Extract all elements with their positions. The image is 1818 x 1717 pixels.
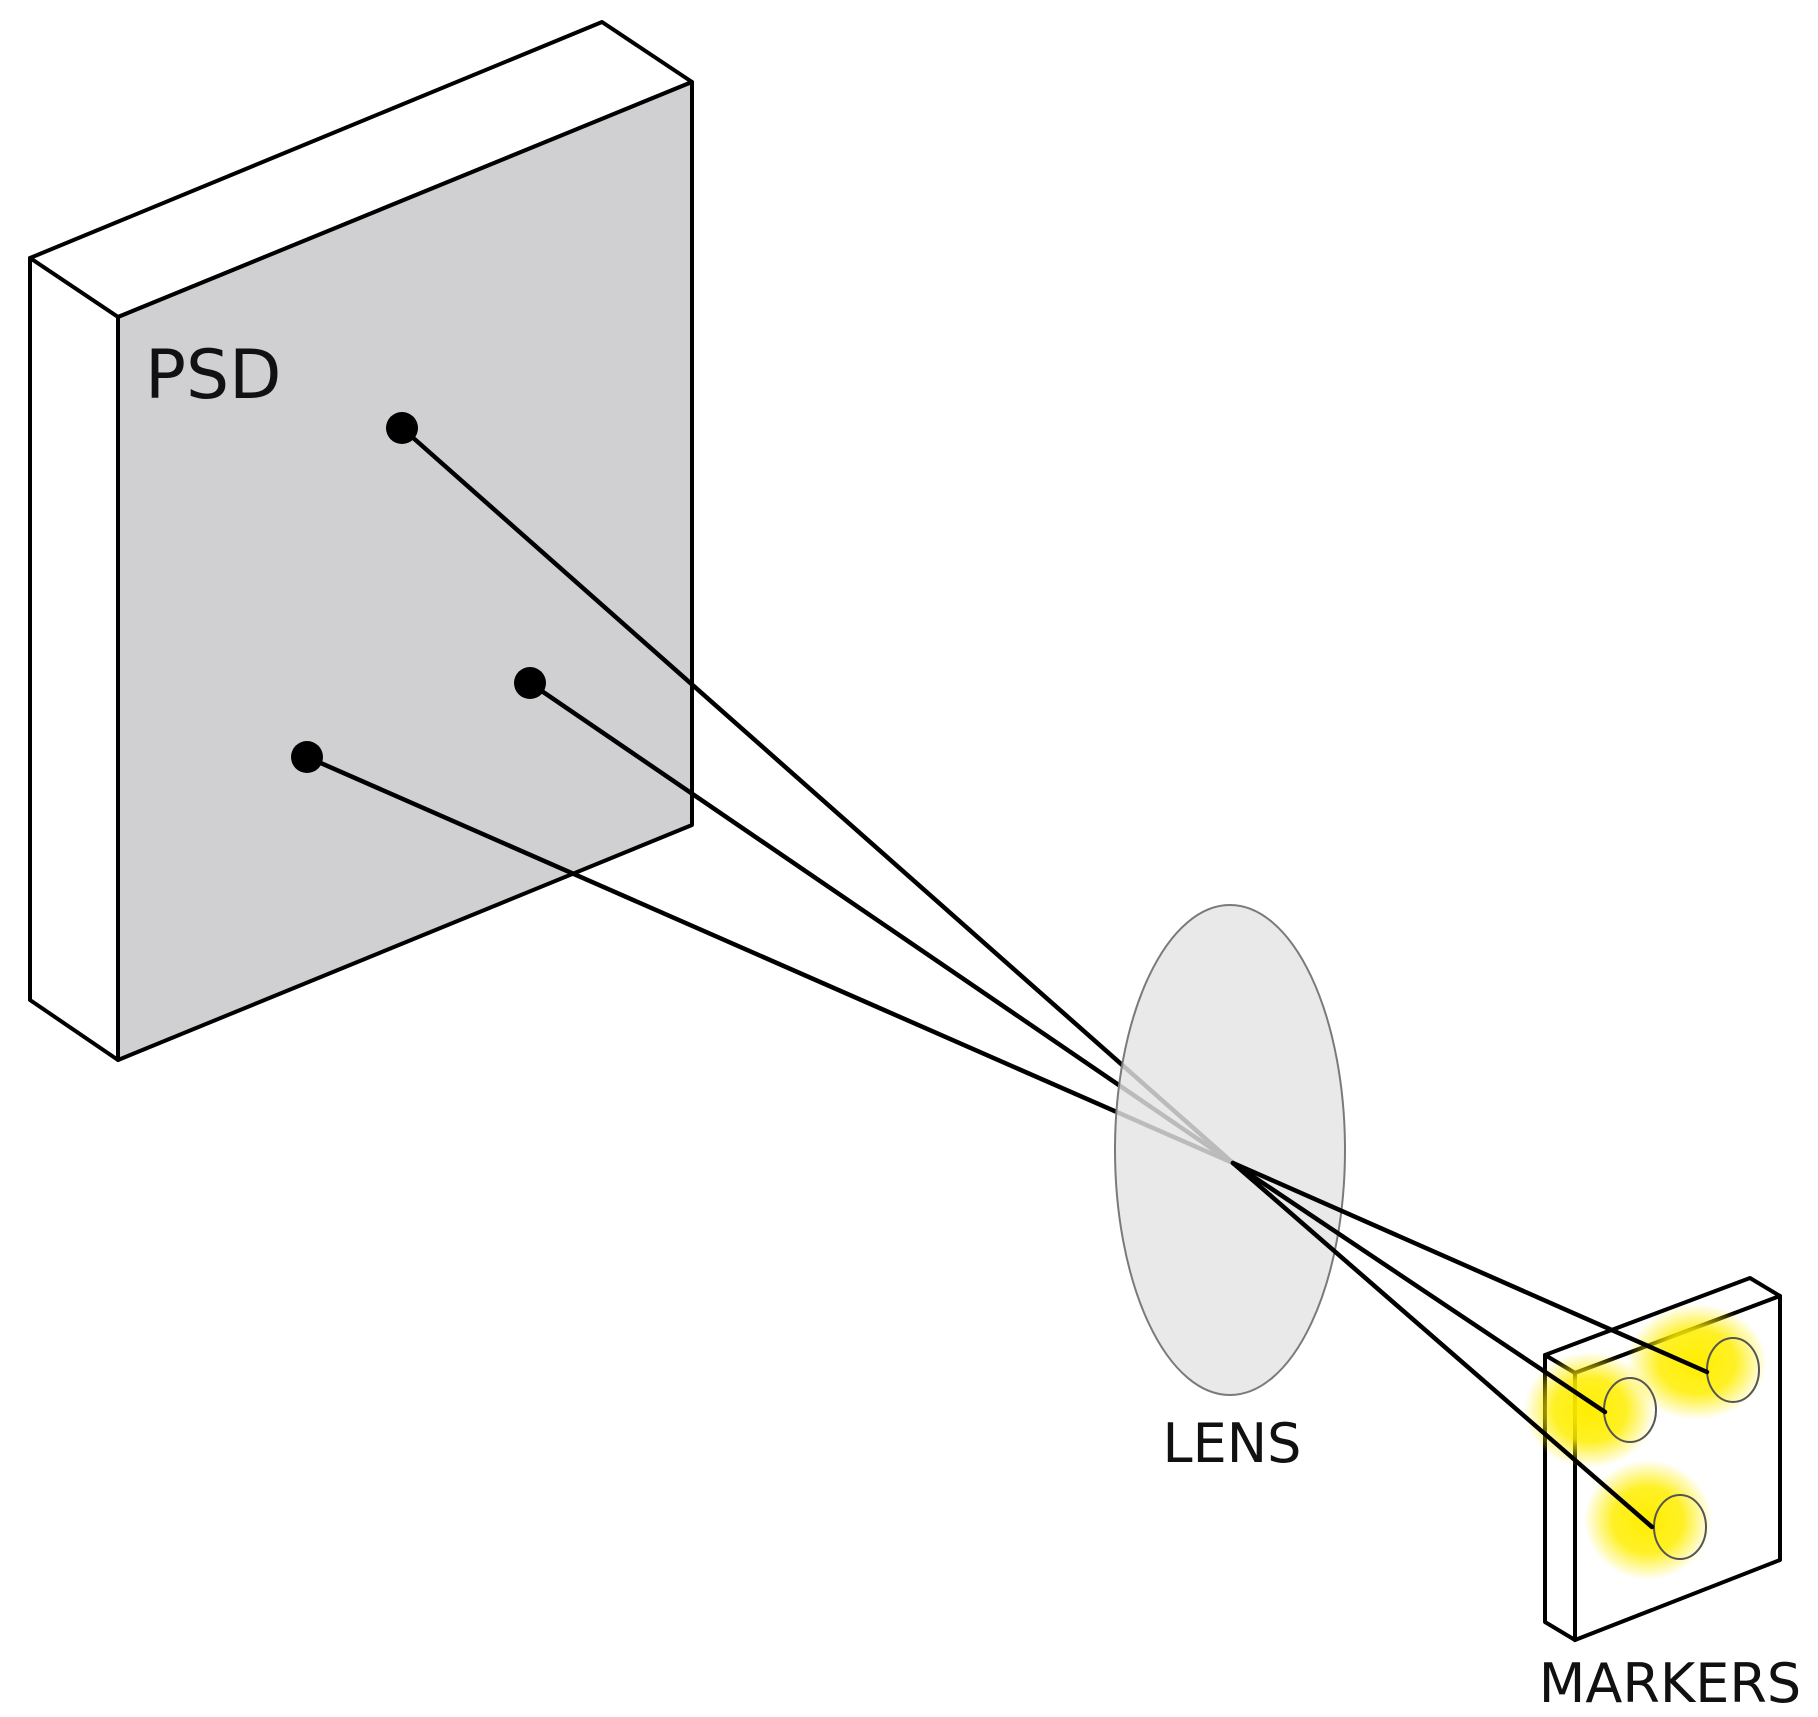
ray-psd-3 [304, 754, 1236, 1166]
lens: LENS [1114, 904, 1346, 1475]
marker-rays [1230, 1160, 1710, 1530]
psd-label: PSD [145, 336, 282, 415]
psd-detector: PSD [28, 20, 694, 1062]
ray-marker-3 [1230, 1160, 1655, 1530]
ray-psd-1 [399, 425, 1236, 1166]
markers-block: MARKERS [1524, 1276, 1801, 1715]
ray-psd-2 [527, 680, 1236, 1166]
psd-rays [304, 425, 1236, 1166]
ray-marker-2 [1230, 1160, 1608, 1415]
ray-marker-1 [1230, 1160, 1710, 1375]
lens-label: LENS [1163, 1412, 1302, 1475]
psd-side-face [28, 256, 120, 1062]
psd-front-face [116, 80, 694, 1062]
lens-ellipse [1114, 904, 1346, 1396]
marker-glow-1 [1627, 1304, 1767, 1420]
marker-glow-3 [1584, 1460, 1712, 1580]
markers-label: MARKERS [1539, 1652, 1801, 1712]
